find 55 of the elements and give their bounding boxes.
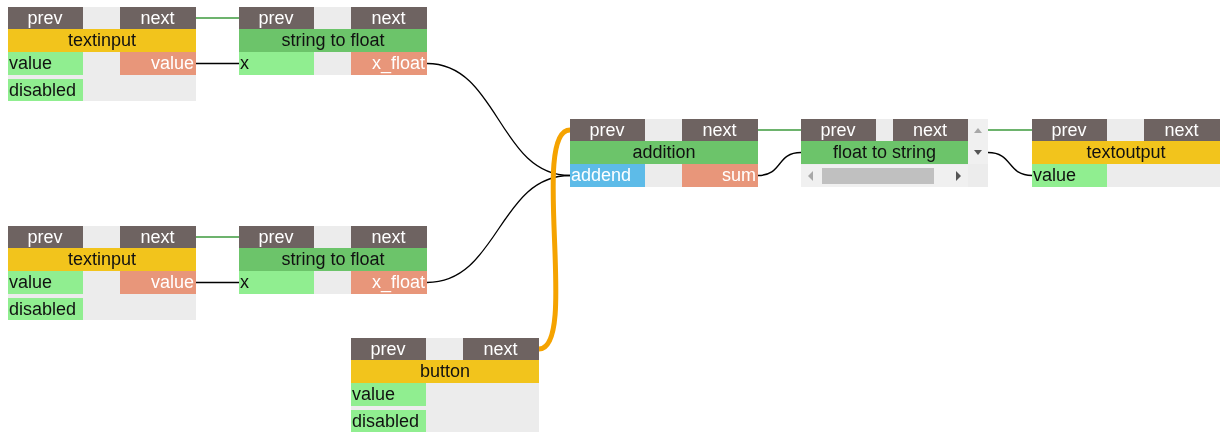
function-block — [8, 7, 196, 101]
input-port: value — [351, 383, 426, 406]
output-port: x_float — [351, 271, 427, 294]
flow-port: prev — [351, 338, 426, 360]
input-port: value — [8, 271, 83, 294]
flow-port: next — [351, 226, 427, 248]
flow-port: next — [463, 338, 539, 360]
function-block — [801, 119, 988, 187]
block-title: string to float — [239, 29, 427, 52]
flow-port: prev — [1032, 119, 1107, 141]
flow-port: next — [682, 119, 758, 141]
block-title: button — [351, 360, 539, 383]
input-port: disabled — [8, 298, 83, 320]
block-title: textoutput — [1032, 141, 1220, 164]
flow-port: next — [1144, 119, 1220, 141]
function-block — [239, 7, 427, 75]
input-port: addend — [570, 164, 645, 187]
block-title: float to string — [801, 141, 968, 164]
connector-line — [195, 236, 240, 238]
output-port: value — [120, 271, 196, 294]
flow-port: next — [351, 7, 427, 29]
input-port: disabled — [8, 79, 83, 101]
block-title: textinput — [8, 29, 196, 52]
connector-line — [757, 129, 802, 131]
flow-port: prev — [239, 7, 314, 29]
connector-line — [426, 174, 571, 284]
output-port: x_float — [351, 52, 427, 75]
connector-line — [987, 151, 1033, 177]
flow-port: prev — [8, 226, 83, 248]
flow-port: prev — [8, 7, 83, 29]
flow-port: next — [120, 226, 196, 248]
function-block — [1032, 119, 1220, 187]
connector-line — [195, 281, 240, 284]
block-title: addition — [570, 141, 758, 164]
output-port: value — [120, 52, 196, 75]
flow-port: prev — [570, 119, 645, 141]
flow-port: next — [120, 7, 196, 29]
block-title: textinput — [8, 248, 196, 271]
function-block — [239, 226, 427, 294]
connector-line — [195, 17, 240, 19]
output-port: sum — [682, 164, 758, 187]
input-port: value — [1032, 164, 1107, 187]
input-port: disabled — [351, 410, 426, 432]
connector-line — [195, 62, 240, 65]
input-port: x — [239, 52, 314, 75]
input-port: x — [239, 271, 314, 294]
connector-line — [757, 151, 802, 177]
flow-port: prev — [239, 226, 314, 248]
block-title: string to float — [239, 248, 427, 271]
function-block — [570, 119, 758, 187]
function-block — [8, 226, 196, 320]
input-port: value — [8, 52, 83, 75]
function-block — [351, 338, 539, 432]
flow-port: next — [893, 119, 968, 141]
flow-port: prev — [801, 119, 876, 141]
